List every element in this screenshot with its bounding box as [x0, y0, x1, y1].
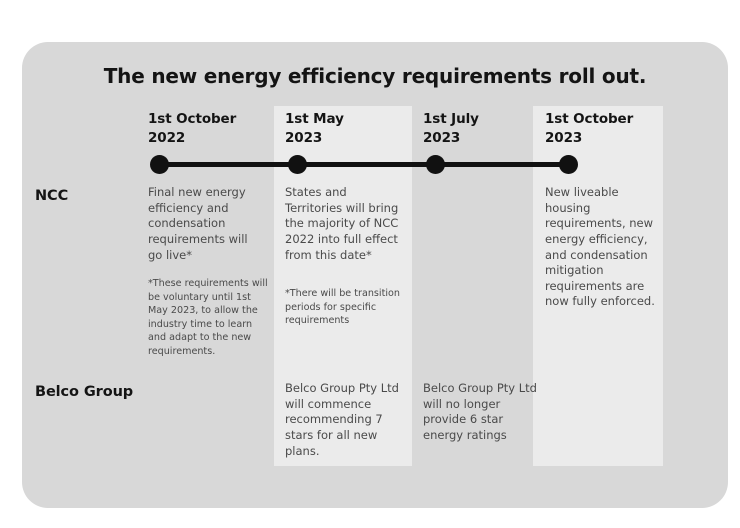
timeline-dot-2: [288, 155, 307, 174]
timeline-dot-3: [426, 155, 445, 174]
column-2-belco-text: Belco Group Pty Ltd will commence recomm…: [285, 381, 399, 458]
column-2-date-year: 2023: [285, 130, 323, 147]
column-3-belco-text: Belco Group Pty Ltd will no longer provi…: [423, 381, 537, 442]
column-2-ncc-note: *There will be transition periods for sp…: [285, 288, 400, 327]
column-4-date-year: 2023: [545, 130, 583, 147]
column-2-date: 1st May 2023: [285, 110, 415, 148]
column-1-ncc-text: Final new energy efficiency and condensa…: [148, 185, 248, 262]
column-3-date-day: 1st July: [423, 111, 479, 127]
column-3-date-year: 2023: [423, 130, 461, 147]
column-1-date: 1st October 2022: [148, 110, 278, 148]
timeline-axis: [159, 162, 568, 167]
row-label-belco: Belco Group: [35, 384, 134, 400]
column-2-ncc-text: States and Territories will bring the ma…: [285, 185, 399, 262]
column-3-date: 1st July 2023: [423, 110, 553, 148]
timeline-card: The new energy efficiency requirements r…: [22, 42, 728, 508]
column-2-date-day: 1st May: [285, 111, 344, 127]
timeline-dot-1: [150, 155, 169, 174]
column-4-date-day: 1st October: [545, 111, 634, 127]
column-1-date-day: 1st October: [148, 111, 237, 127]
row-label-ncc: NCC: [35, 188, 69, 204]
column-4-ncc-text: New liveable housing requirements, new e…: [545, 185, 655, 309]
column-1-ncc-note: *These requirements will be voluntary un…: [148, 278, 268, 358]
column-1-date-year: 2022: [148, 130, 186, 147]
page-title: The new energy efficiency requirements r…: [103, 64, 647, 88]
column-4-date: 1st October 2023: [545, 110, 675, 148]
timeline-dot-4: [559, 155, 578, 174]
